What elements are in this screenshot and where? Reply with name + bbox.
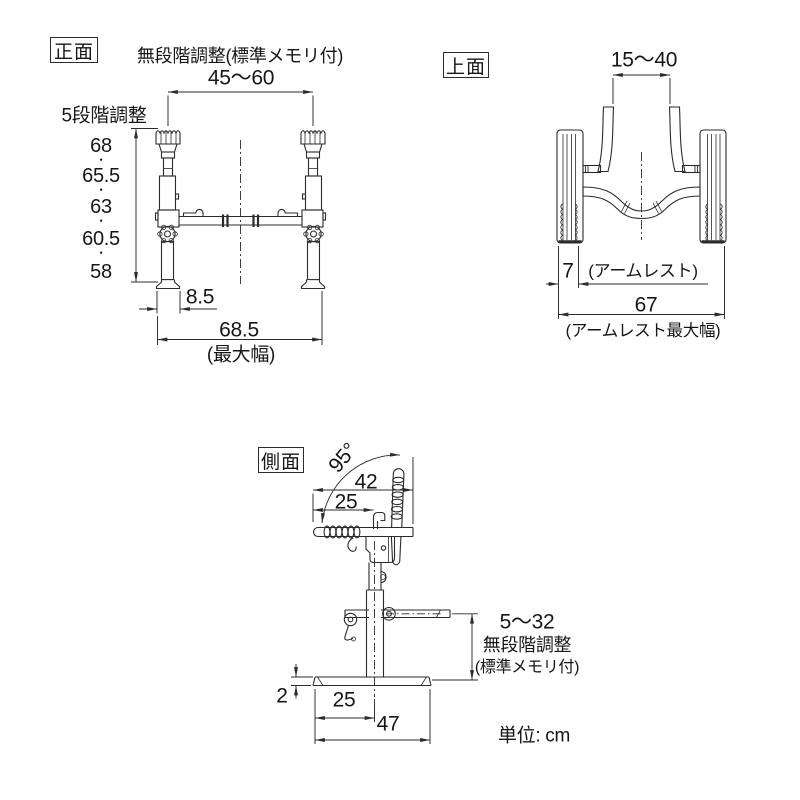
front-max-width-dim: 68.5 xyxy=(219,318,259,342)
height-step-value: 68 xyxy=(90,135,112,157)
height-step-dot: ・ xyxy=(95,247,107,260)
side-view-drawing xyxy=(312,468,451,697)
height-step-value: 60.5 xyxy=(82,227,120,250)
side-height-note1: 無段階調整 xyxy=(482,635,572,655)
side-base-front-dim: 25 xyxy=(332,688,356,712)
top-view-label: 上面 xyxy=(443,52,489,78)
front-five-step-label: 5段階調整 xyxy=(61,105,147,127)
top-armrest-depth-dim: 7 xyxy=(562,259,574,283)
front-top-width-dim: 45〜60 xyxy=(207,66,275,90)
front-foot-width-dim: 8.5 xyxy=(185,285,215,309)
side-view-dimensions xyxy=(291,452,478,744)
unit-note: 単位: cm xyxy=(497,725,571,747)
top-armrest-note: (アームレスト) xyxy=(588,261,698,281)
front-view-dimensions xyxy=(131,90,323,345)
side-base-depth-dim: 47 xyxy=(376,712,400,736)
height-step-value: 65.5 xyxy=(82,165,120,187)
top-armrest-max-note: (アームレスト最大幅) xyxy=(565,321,721,340)
height-step-dot: ・ xyxy=(95,184,107,197)
top-view-dimensions xyxy=(546,73,725,319)
height-step-value: 63 xyxy=(90,195,112,218)
top-grip-width-dim: 15〜40 xyxy=(610,48,678,72)
front-view-label: 正面 xyxy=(50,37,98,63)
height-step-value: 58 xyxy=(90,260,112,283)
side-base-thickness-dim: 2 xyxy=(276,684,288,708)
side-grip-length-dim: 25 xyxy=(334,490,358,514)
front-stepless-note: 無段階調整(標準メモリ付) xyxy=(136,46,344,66)
top-view-drawing xyxy=(556,105,728,245)
front-max-width-note: (最大幅) xyxy=(206,344,276,366)
side-height-note2: (標準メモリ付) xyxy=(474,659,580,676)
top-armrest-max-width-dim: 67 xyxy=(634,293,658,317)
height-step-dot: ・ xyxy=(95,154,107,167)
side-armrest-length-dim: 42 xyxy=(354,470,378,494)
side-height-range-dim: 5〜32 xyxy=(499,610,555,634)
side-view-label: 側面 xyxy=(258,447,304,473)
front-view-drawing xyxy=(154,129,327,290)
height-step-dot: ・ xyxy=(95,215,107,228)
